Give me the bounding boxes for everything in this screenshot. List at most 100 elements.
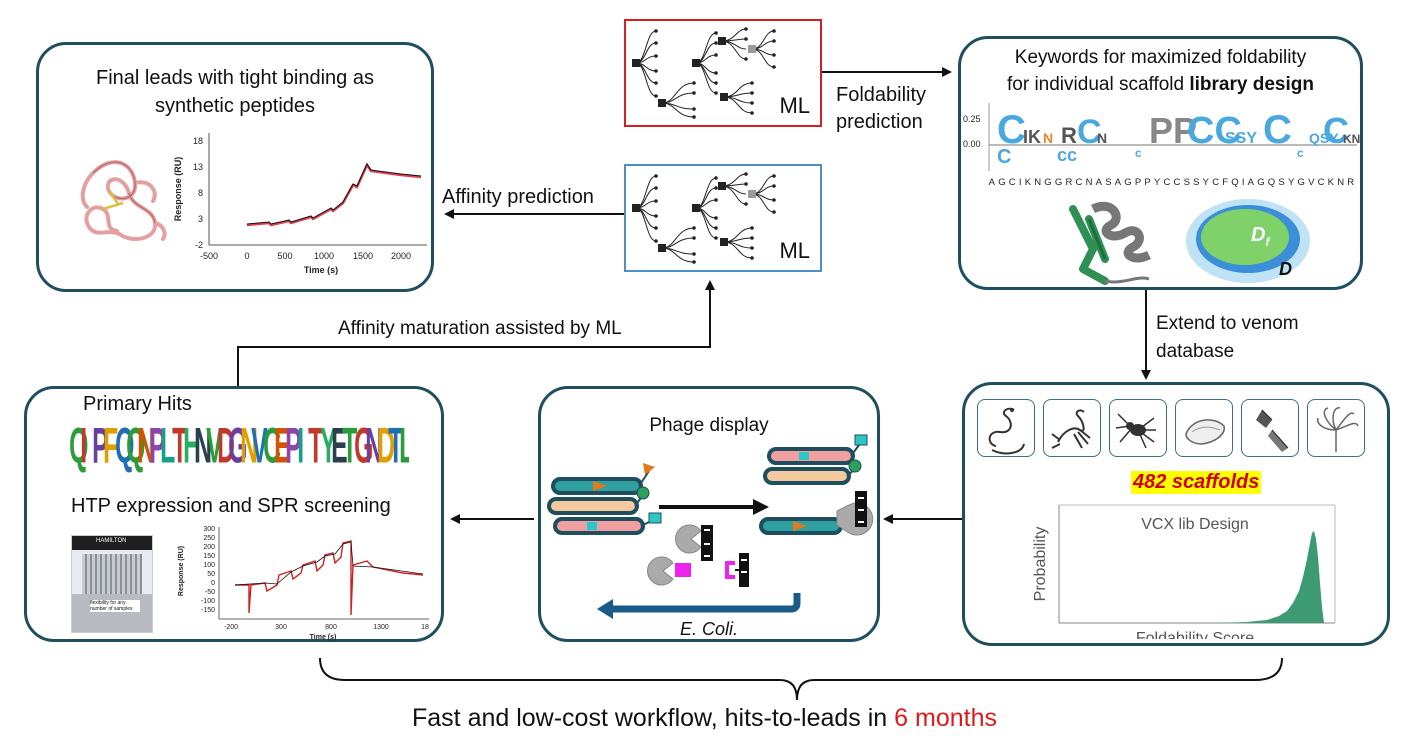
robot-caption: flexibility for any number of samples bbox=[90, 600, 140, 612]
summary-text: Fast and low-cost workflow, hits-to-lead… bbox=[412, 704, 895, 732]
workflow-brace bbox=[319, 657, 1283, 701]
y-tick: -150 bbox=[201, 607, 215, 614]
svg-text:C: C bbox=[1263, 108, 1292, 152]
keywords-panel: Keywords for maximized foldability for i… bbox=[958, 36, 1363, 290]
x-tick: 800 bbox=[325, 624, 337, 631]
venom-database-panel: 482 scaffolds VCX lib Design Probability… bbox=[962, 382, 1390, 646]
x-tick: -500 bbox=[200, 251, 218, 261]
logo-letter: E bbox=[274, 419, 291, 473]
anemone-icon bbox=[1307, 399, 1365, 457]
svg-text:c: c bbox=[1135, 146, 1142, 160]
scorpion-icon bbox=[1043, 399, 1101, 457]
logo-letter: Q bbox=[69, 419, 89, 473]
foldability-label-line2: prediction bbox=[836, 111, 923, 133]
y-tick: -2 bbox=[195, 240, 203, 250]
logo-letter: E bbox=[331, 419, 348, 473]
extend-venom-label-line1: Extend to venom bbox=[1156, 313, 1299, 334]
foldability-histogram: VCX lib Design Probability Foldability S… bbox=[1032, 504, 1336, 639]
chart-title: VCX lib Design bbox=[1141, 516, 1249, 533]
y-tick: 8 bbox=[198, 188, 203, 198]
sequence-logo-chart: 0.25 0.00 C IK N R C N PP CC SSY C QSY C… bbox=[963, 103, 1360, 188]
logo-letter: N bbox=[240, 419, 258, 473]
phage-library bbox=[547, 463, 662, 535]
y-tick: 250 bbox=[203, 535, 215, 542]
svg-text:CC: CC bbox=[1187, 110, 1242, 152]
logo-letter: L bbox=[160, 419, 176, 473]
logo-letter: V bbox=[251, 419, 268, 473]
y-tick: 18 bbox=[193, 136, 203, 146]
protein-ribbon-image bbox=[1069, 201, 1152, 285]
y-tick: 300 bbox=[203, 526, 215, 533]
animal-icons-row bbox=[977, 399, 1377, 461]
panel-subtitle: for individual scaffold library design bbox=[961, 74, 1360, 96]
affinity-maturation-label: Affinity maturation assisted by ML bbox=[338, 318, 622, 339]
logo-letter: I bbox=[80, 419, 88, 473]
x-tick: 300 bbox=[275, 624, 287, 631]
svg-text:C: C bbox=[997, 108, 1026, 152]
logo-letters: QIPFQQNPLTHNVDGNVCEPITYETGNDTL bbox=[67, 419, 409, 473]
peptide-structure-image bbox=[80, 160, 167, 241]
unbound-controls bbox=[647, 553, 749, 587]
x-tick: 18 bbox=[421, 624, 429, 631]
svg-text:IK: IK bbox=[1023, 127, 1041, 147]
svg-text:N: N bbox=[1097, 130, 1107, 146]
logo-letter: P bbox=[91, 419, 109, 473]
y-tick: -50 bbox=[205, 589, 215, 596]
logo-letter: Q bbox=[126, 419, 146, 473]
logo-letter: F bbox=[103, 419, 119, 473]
logo-letter: Q bbox=[114, 419, 135, 473]
logo-letter: Y bbox=[319, 419, 337, 473]
svg-text:KN: KN bbox=[1343, 132, 1360, 146]
svg-text:QSY: QSY bbox=[1309, 130, 1339, 146]
x-tick: -200 bbox=[224, 624, 238, 631]
logo-letter: N bbox=[194, 419, 213, 473]
final-leads-panel: Final leads with tight binding as synthe… bbox=[36, 42, 434, 292]
svg-text:SSY: SSY bbox=[1225, 130, 1257, 147]
logo-letter: V bbox=[205, 419, 223, 473]
y-tick: 50 bbox=[207, 571, 215, 578]
svg-text:cc: cc bbox=[1057, 145, 1077, 165]
ml-model-affinity: ML bbox=[624, 164, 822, 272]
sea-snails-icon bbox=[1241, 399, 1299, 457]
spr-sensorgram-chart: 18 13 8 3 -2 -500 0 500 1000 1500 2000 T… bbox=[173, 133, 427, 275]
panel-title: Keywords for maximized foldability bbox=[1014, 47, 1307, 68]
svg-text:N: N bbox=[1043, 130, 1053, 146]
ml-label: ML bbox=[779, 93, 810, 118]
snake-icon bbox=[977, 399, 1035, 457]
x-tick: 2000 bbox=[391, 251, 411, 261]
decision-tree-icon bbox=[632, 172, 776, 264]
subtitle-prefix: for individual scaffold bbox=[1007, 74, 1190, 95]
x-axis-label: Time (s) bbox=[304, 265, 338, 275]
svg-text:C: C bbox=[997, 146, 1011, 168]
target-protein bbox=[675, 524, 713, 561]
logo-ytick: 0.25 bbox=[963, 114, 981, 124]
svg-text:R: R bbox=[1061, 123, 1077, 148]
bound-phage bbox=[759, 491, 874, 536]
logo-letter: I bbox=[297, 419, 304, 473]
logo-letter: L bbox=[399, 419, 409, 473]
extend-venom-label-line2: database bbox=[1156, 341, 1235, 362]
logo-letter: T bbox=[388, 419, 404, 473]
workflow-summary: Fast and low-cost workflow, hits-to-lead… bbox=[0, 704, 1409, 733]
decision-tree-icon bbox=[632, 27, 776, 119]
y-tick: 200 bbox=[203, 544, 215, 551]
logo-letter: G bbox=[353, 419, 374, 473]
svg-text:c: c bbox=[1297, 146, 1304, 160]
svg-text:C: C bbox=[1077, 113, 1102, 151]
x-tick: 1000 bbox=[314, 251, 334, 261]
y-axis-label: Response (RU) bbox=[173, 157, 183, 222]
sequence-axis: AGCIKNGGRCNASAGPPYCCSSYCFQIAGQSYGVCKNR bbox=[989, 177, 1358, 188]
y-tick: 13 bbox=[193, 162, 203, 172]
spider-icon bbox=[1109, 399, 1167, 457]
logo-letter: D bbox=[217, 419, 236, 473]
y-tick: 0 bbox=[211, 580, 215, 587]
y-tick: 150 bbox=[203, 553, 215, 560]
x-tick: 500 bbox=[277, 251, 292, 261]
df-label: Df bbox=[1251, 224, 1270, 249]
foldability-space-diagram: Df D bbox=[1186, 199, 1310, 283]
logo-letter: T bbox=[171, 419, 187, 473]
robot-tips bbox=[82, 554, 142, 594]
x-tick: 1300 bbox=[373, 624, 389, 631]
x-tick: 0 bbox=[244, 251, 249, 261]
logo-letter: H bbox=[183, 419, 201, 473]
